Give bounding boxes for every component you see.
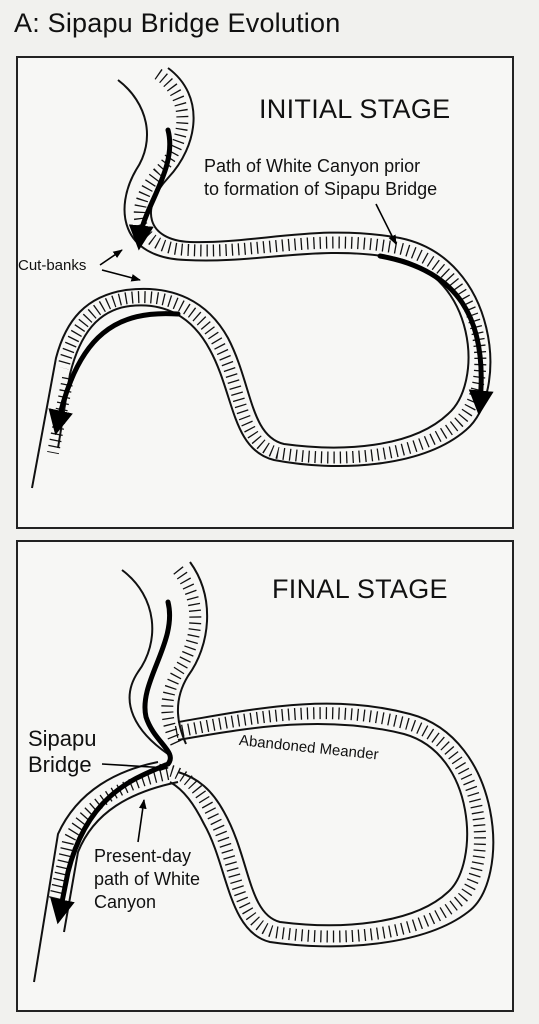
initial-stage-diagram xyxy=(31,67,494,489)
present-path-pointer xyxy=(137,799,147,843)
present-label-line2: path of White xyxy=(94,869,201,889)
initial-stage-panel: INITIAL STAGE Path of White Canyon prior… xyxy=(16,56,514,529)
cutbanks-pointer-lower xyxy=(101,269,141,282)
bridge-label-line1: Sipapu xyxy=(28,726,97,751)
cutbanks-label: Cut-banks xyxy=(18,257,87,274)
canyon-walls-final xyxy=(33,561,495,983)
lower-canyon-hatch xyxy=(48,768,170,904)
canyon-walls xyxy=(31,67,492,489)
path-label-line1: Path of White Canyon prior xyxy=(204,156,421,176)
initial-stage-heading: INITIAL STAGE xyxy=(259,94,451,124)
path-label-line2: to formation of Sipapu Bridge xyxy=(204,179,438,199)
present-path-flow xyxy=(50,599,173,925)
page-title: A: Sipapu Bridge Evolution xyxy=(14,8,341,38)
path-label-pointer xyxy=(375,203,397,245)
flow-arrow-left xyxy=(48,311,181,436)
final-stage-heading: FINAL STAGE xyxy=(272,574,448,604)
present-label-line1: Present-day xyxy=(94,846,192,866)
final-stage-panel: FINAL STAGE Sipapu Bridge Abandoned Mean… xyxy=(16,540,514,1012)
bridge-label-line2: Bridge xyxy=(28,752,92,777)
present-label-line3: Canyon xyxy=(94,892,157,912)
cutbanks-pointer-upper xyxy=(99,249,123,266)
flow-arrow-upper xyxy=(128,127,173,251)
bridge-pointer xyxy=(101,763,169,772)
final-stage-diagram xyxy=(33,561,495,983)
flow-arrow-right xyxy=(377,253,494,416)
